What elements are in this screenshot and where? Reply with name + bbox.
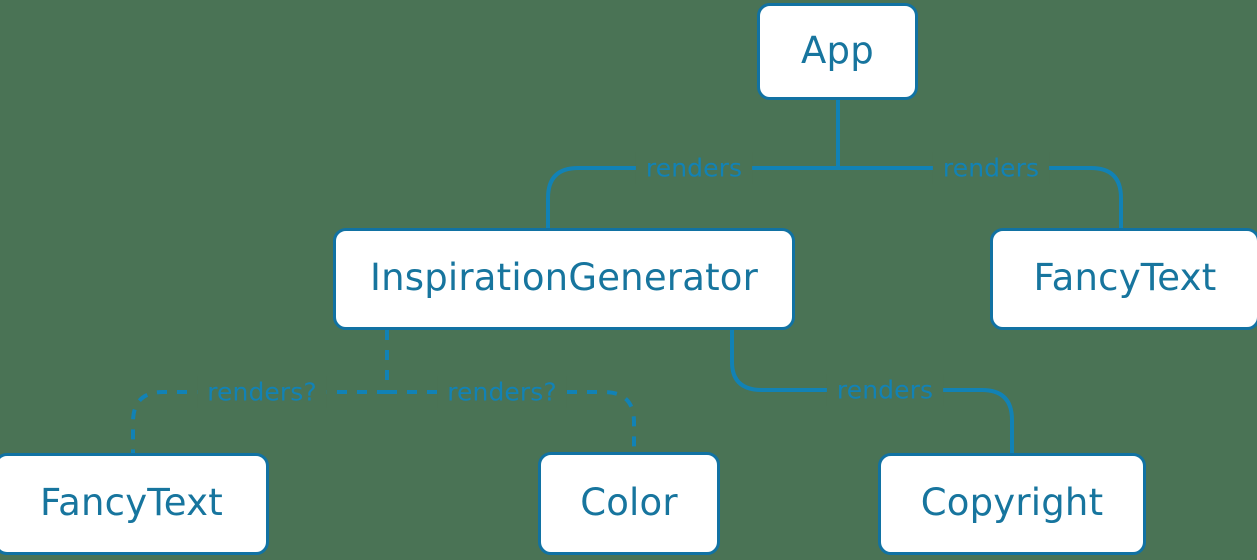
edge-inspiration-generator-to-color	[387, 390, 636, 452]
node-copyright-label: Copyright	[920, 481, 1104, 524]
edge-label-inspiration-generator-to-copyright: renders	[836, 375, 934, 405]
node-fancytext-right-label: FancyText	[1033, 256, 1217, 299]
node-fancytext-bottom-label: FancyText	[40, 481, 223, 524]
node-color-label: Color	[580, 480, 678, 524]
node-copyright[interactable]: Copyright	[878, 453, 1146, 555]
edge-label-masks	[197, 151, 1050, 409]
edge-app-to-fancytext-right	[838, 166, 1123, 228]
edge-app-to-inspiration-generator	[546, 166, 838, 228]
node-app[interactable]: App	[757, 3, 918, 100]
edge-label-app-to-inspiration-generator: renders	[645, 153, 743, 183]
edge-inspiration-generator-to-fancytext-bottom	[131, 390, 387, 455]
node-inspiration-generator[interactable]: InspirationGenerator	[333, 228, 795, 330]
edge-label-inspiration-generator-to-fancytext-bottom: renders?	[207, 377, 317, 407]
node-fancytext-right[interactable]: FancyText	[990, 228, 1257, 330]
edge-label-app-to-fancytext-right: renders	[942, 153, 1040, 183]
node-inspiration-generator-label: InspirationGenerator	[369, 256, 759, 299]
node-app-label: App	[801, 28, 874, 72]
edge-label-inspiration-generator-to-color: renders?	[447, 377, 557, 407]
node-fancytext-bottom[interactable]: FancyText	[0, 453, 269, 555]
node-color[interactable]: Color	[538, 452, 720, 555]
